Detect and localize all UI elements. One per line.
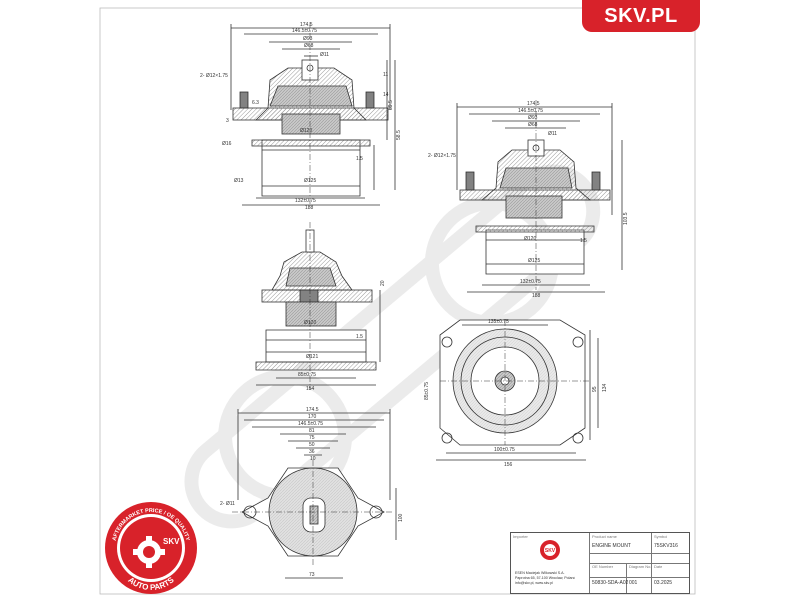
title-block: Importer SKV ESEN Maciejak Wilkowski S.A…	[510, 532, 690, 594]
dim-text: 85±0.75	[298, 372, 316, 378]
dim-text: 95	[592, 386, 598, 392]
quality-badge: AFTERMARKET PRICE / OE QUALITY AUTO PART…	[105, 502, 197, 594]
dim-text: 6.3	[252, 100, 259, 106]
dim-text: Ø120	[304, 320, 316, 326]
dim-text: 81	[309, 428, 315, 434]
view-mid-left-section	[255, 222, 381, 390]
brand-logo: SKV.PL	[582, 0, 700, 32]
date-label: Date	[654, 564, 663, 569]
drawing-number-label: Diagram No.	[629, 564, 652, 569]
dim-text: 132±0.75	[520, 279, 541, 285]
dim-text: 188	[305, 205, 314, 211]
oe-number-label: OE Number	[592, 564, 614, 569]
dim-text: Ø93	[528, 115, 538, 121]
dim-text: 2- Ø11	[220, 501, 235, 507]
symbol-label: Symbol	[654, 534, 668, 539]
dim-text: Ø120	[300, 128, 312, 134]
dim-text: 146.5±0.75	[292, 28, 317, 34]
dim-text: Ø11	[548, 131, 557, 137]
date-value: 03.2025	[654, 580, 673, 586]
dim-text: 132±0.75	[295, 198, 316, 204]
dim-text: 100±0.75	[494, 447, 515, 453]
view-mid-right-dims: 135±0.75 85±0.75 100±0.75 156 134 95	[424, 319, 608, 468]
company-address-line: info@skv.pl, www.skv.pl	[515, 581, 553, 585]
dim-text: 170	[308, 414, 317, 420]
company-address: ESEN Maciejak Wilkowski S.A. Paprotna 65…	[515, 571, 575, 586]
dim-text: 50	[309, 442, 315, 448]
dim-text: Ø68	[304, 43, 314, 49]
view-mid-right-plan	[436, 319, 599, 461]
dim-text: 11	[383, 72, 388, 78]
company-address-line: Paprotna 65, 57-100 Wroclaw, Poland	[515, 576, 576, 580]
dim-text: Ø16	[222, 141, 232, 147]
dim-text: 85±0.75	[424, 382, 430, 400]
dim-text: 75	[309, 435, 315, 441]
dim-text: 174.5	[527, 101, 540, 107]
dim-text: 100	[398, 513, 404, 522]
dim-text: 10	[310, 456, 316, 462]
view-mid-left-dims: Ø120 Ø121 85±0.75 154 1.5 20	[298, 280, 386, 392]
dim-text: 20	[380, 280, 386, 286]
dim-text: Ø125	[304, 178, 316, 184]
drawing-number: 001	[629, 580, 638, 586]
sheet-frame	[99, 7, 696, 595]
dim-text: 146.5±0.75	[298, 421, 323, 427]
dim-text: 156	[504, 462, 513, 468]
company-address-line: ESEN Maciejak Wilkowski S.A.	[515, 571, 565, 575]
dim-text: Ø125	[528, 258, 540, 264]
dim-text: 89.5	[388, 100, 394, 110]
dim-text: 103.5	[623, 212, 629, 225]
dim-text: 174.5	[306, 407, 319, 413]
dim-text: 135±0.75	[488, 319, 509, 325]
company-mini-logo: SKV	[540, 540, 560, 560]
dim-text: 36	[309, 449, 315, 455]
dim-text: Ø93	[303, 36, 313, 42]
dim-text: 188	[532, 293, 541, 299]
svg-text:SKV: SKV	[545, 548, 556, 554]
dim-text: 1.5	[356, 156, 363, 162]
dim-text: 73	[309, 572, 315, 578]
part-name-label: Product name	[592, 534, 617, 539]
dim-text: 154	[306, 386, 315, 392]
dim-text: Ø13	[234, 178, 244, 184]
dim-text: 146.5±0.75	[518, 108, 543, 114]
symbol-value: 75SKV316	[654, 543, 678, 549]
oe-number: 50830-SDA-A02	[592, 580, 629, 586]
view-top-left-section	[230, 22, 396, 206]
view-top-right-dims: 174.5 146.5±0.75 Ø93 Ø68 Ø11 Ø120 Ø125 1…	[428, 101, 629, 299]
brand-logo-text: SKV.PL	[604, 4, 678, 27]
dim-text: 174.5	[300, 22, 313, 28]
view-top-left-dims: 174.5 146.5±0.75 Ø93 Ø68 Ø11 Ø120 Ø125 1…	[200, 22, 402, 211]
part-name: ENGINE MOUNT	[592, 543, 631, 549]
view-bottom-left-dims: 174.5 170 146.5±0.75 81 75 50 36 10 2- Ø…	[220, 407, 404, 578]
dim-text: 134	[602, 383, 608, 392]
dim-text: Ø68	[528, 122, 538, 128]
view-bottom-left-plan	[232, 409, 397, 579]
dim-text: 1.5	[356, 334, 363, 340]
dim-text: 1.5	[580, 238, 587, 244]
dim-text: 3	[226, 118, 229, 124]
dim-text: 14	[383, 92, 389, 98]
dim-text: 58.5	[396, 130, 402, 140]
badge-center-text: SKV	[163, 537, 180, 546]
company-label: Importer	[513, 534, 528, 539]
dim-text: 2- Ø12×1.75	[428, 153, 456, 159]
view-top-right-section	[456, 100, 623, 293]
dim-text: Ø120	[524, 236, 536, 242]
dim-text: 2- Ø12×1.75	[200, 73, 228, 79]
dim-text: Ø11	[320, 52, 329, 58]
dim-text: Ø121	[306, 354, 318, 360]
